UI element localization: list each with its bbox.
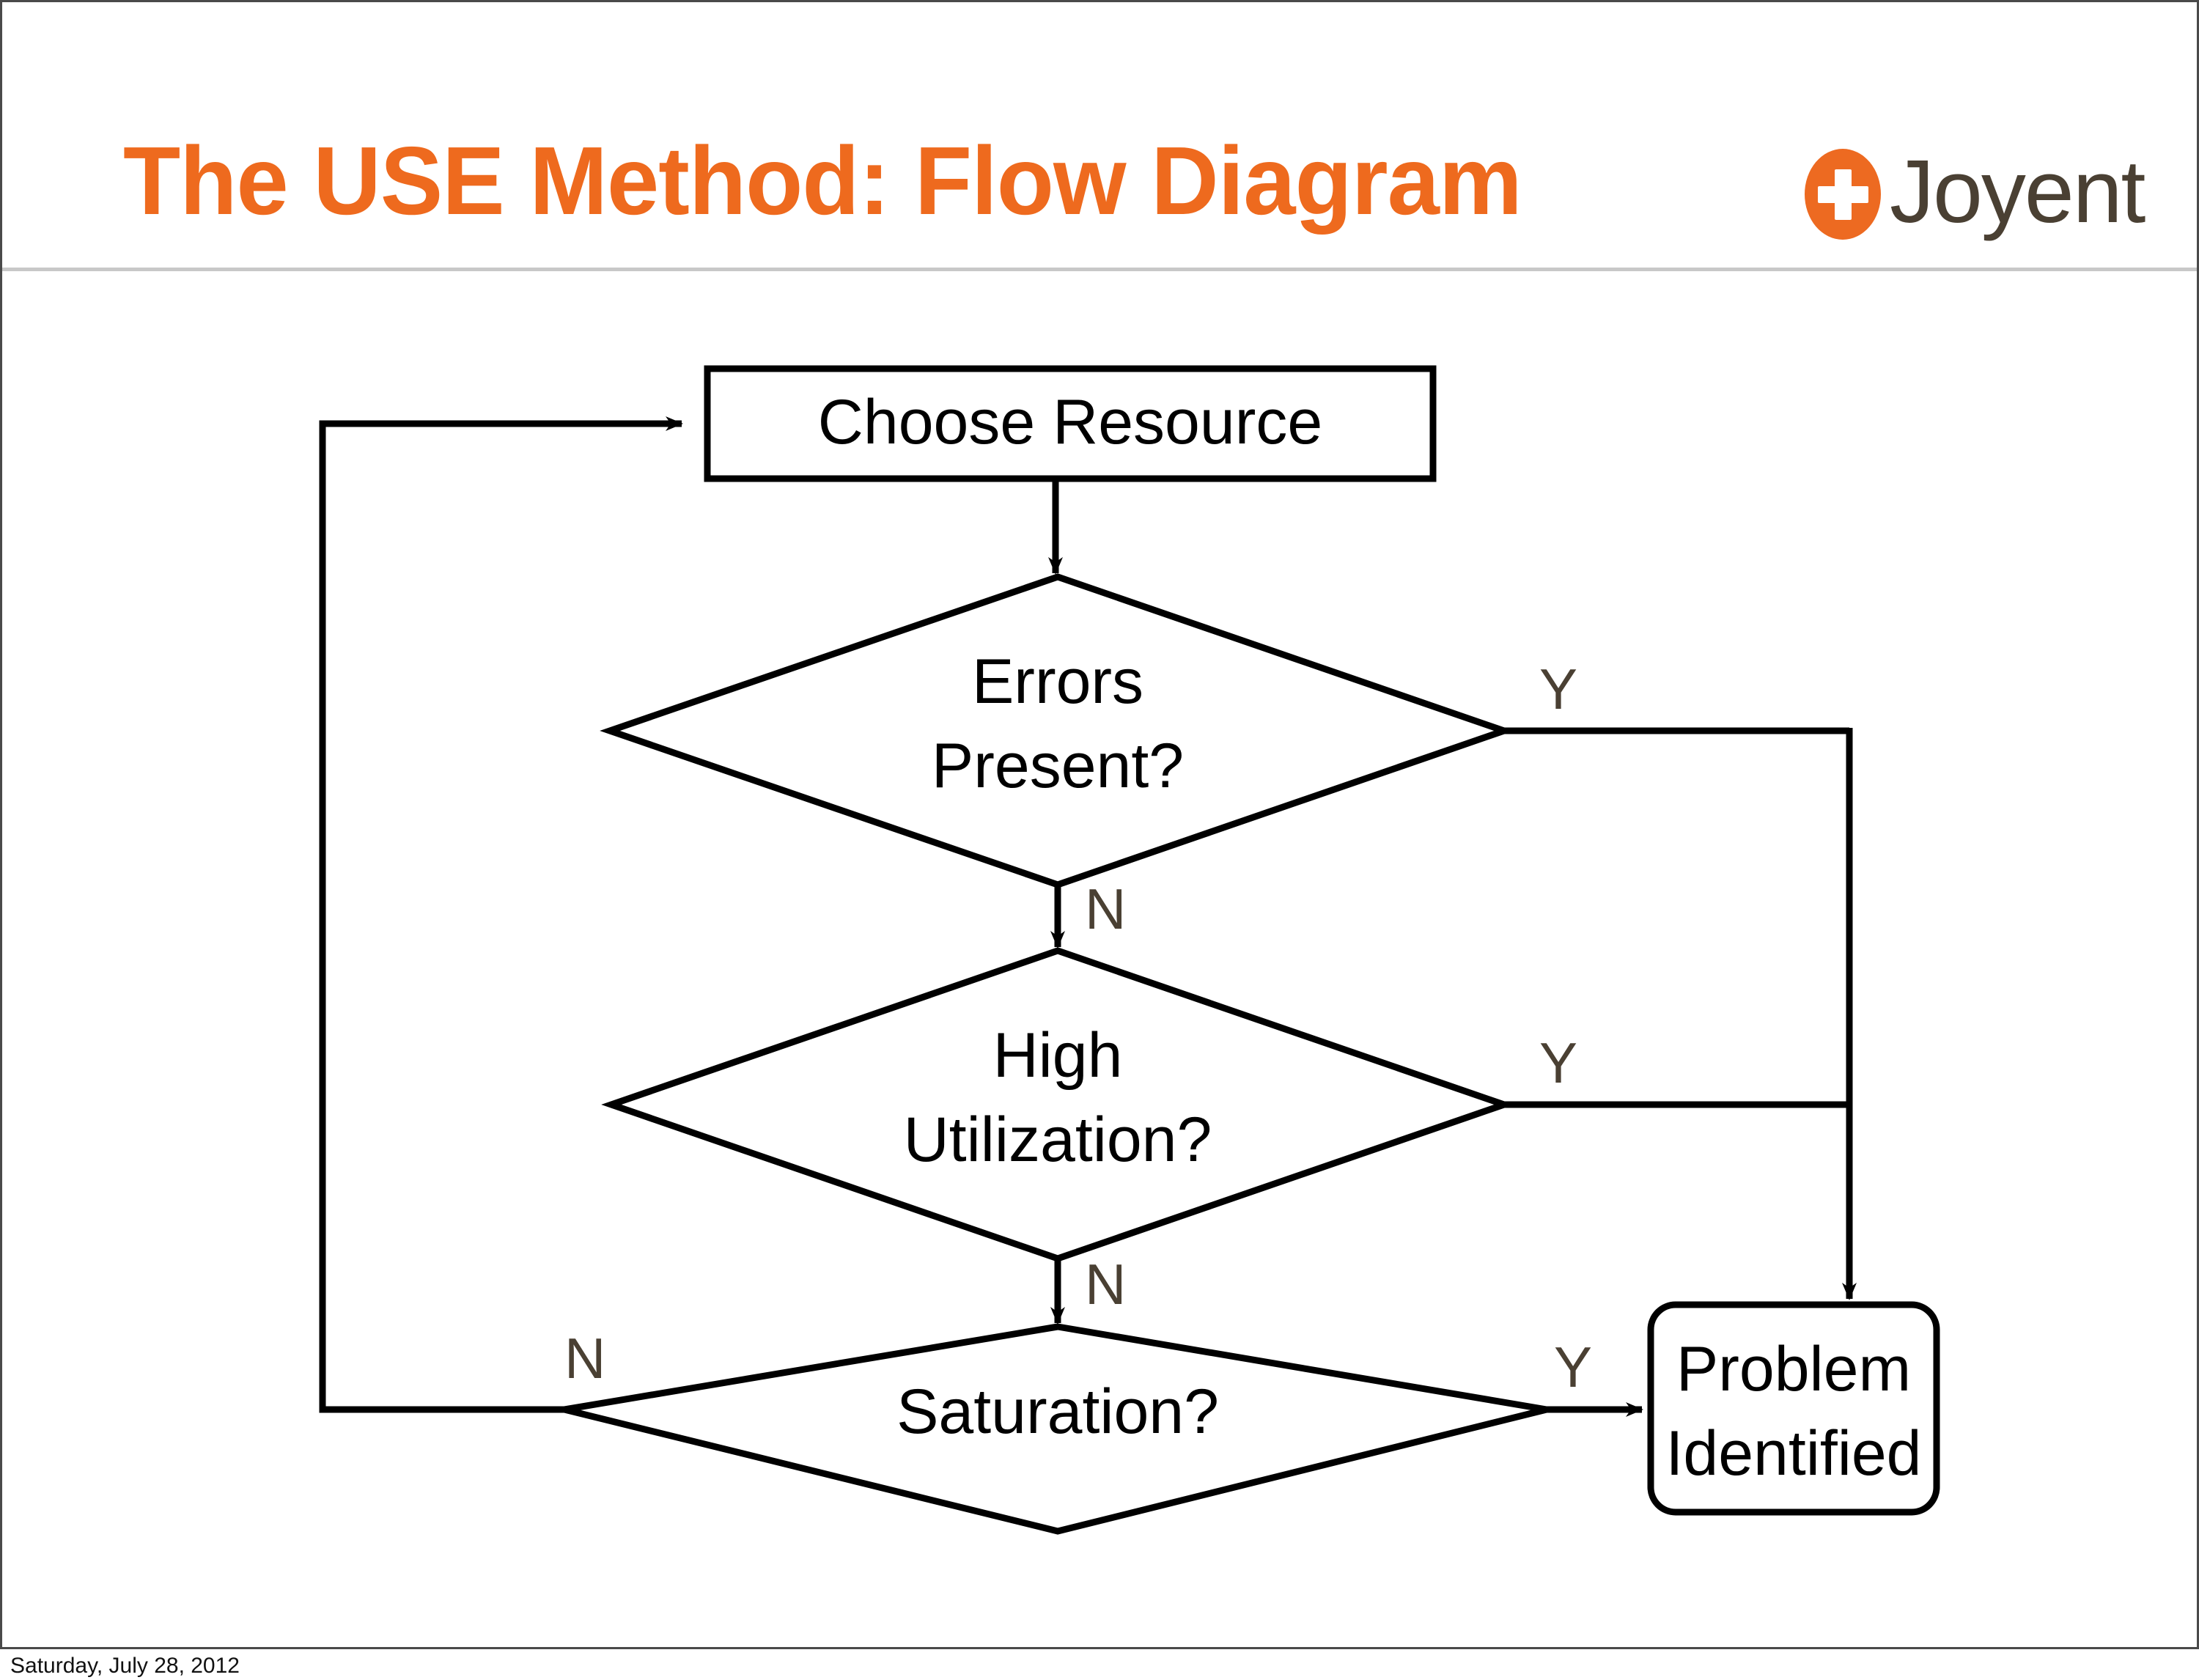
node-problem-identified-label-line2: Identified: [1665, 1418, 1921, 1489]
edge-saturation-yes-to-problem: Y: [1547, 1335, 1643, 1417]
header-divider: [2, 268, 2197, 271]
page-title: The USE Method: Flow Diagram: [123, 127, 1522, 235]
node-high-utilization-label-line1: High: [993, 1020, 1123, 1091]
footer-date: Saturday, July 28, 2012: [10, 1654, 240, 1678]
node-saturation-label: Saturation?: [896, 1377, 1219, 1447]
edge-high-util-yes-to-problem: Y: [1504, 1031, 1849, 1108]
edge-label-saturation-no: N: [564, 1326, 605, 1390]
node-errors-present-label-line2: Present?: [932, 731, 1184, 801]
joyent-logo: Joyent: [1797, 141, 2193, 251]
edge-high-util-no-to-saturation: N: [1050, 1252, 1126, 1325]
node-errors-present-label-line1: Errors: [972, 646, 1143, 717]
node-choose-resource[interactable]: Choose Resource: [704, 365, 1437, 482]
node-problem-identified[interactable]: Problem Identified: [1647, 1301, 1940, 1516]
slide-frame-left-border: [0, 0, 2, 1649]
node-choose-resource-label: Choose Resource: [818, 387, 1322, 457]
slide-frame-right-border: [2197, 0, 2199, 1649]
logo-wordmark: Joyent: [1890, 141, 2145, 241]
node-high-utilization[interactable]: High Utilization?: [601, 947, 1514, 1262]
node-high-utilization-label-line2: Utilization?: [904, 1105, 1212, 1175]
edge-errors-no-to-high-util: N: [1050, 877, 1126, 948]
node-errors-present[interactable]: Errors Present?: [600, 573, 1514, 888]
edge-label-errors-yes: Y: [1539, 657, 1577, 721]
node-saturation[interactable]: Saturation?: [563, 1323, 1548, 1535]
slide-frame-bottom-border: [0, 1647, 2199, 1649]
edge-errors-yes-to-problem: Y: [1504, 657, 1849, 734]
slide-header: The USE Method: Flow Diagram Joyent: [0, 2, 2199, 271]
edge-label-saturation-yes: Y: [1554, 1335, 1592, 1399]
edge-saturation-no-to-choose: [319, 416, 683, 1413]
edge-label-high-util-yes: Y: [1539, 1031, 1577, 1095]
flow-diagram: Choose Resource Errors Present? Y N: [0, 269, 2199, 1559]
edge-label-errors-no: N: [1085, 877, 1126, 941]
edge-label-high-util-no: N: [1085, 1252, 1126, 1316]
node-problem-identified-label-line1: Problem: [1676, 1334, 1911, 1404]
plus-cross-icon: [1818, 169, 1868, 220]
slide-frame-top-border: [0, 0, 2199, 2]
